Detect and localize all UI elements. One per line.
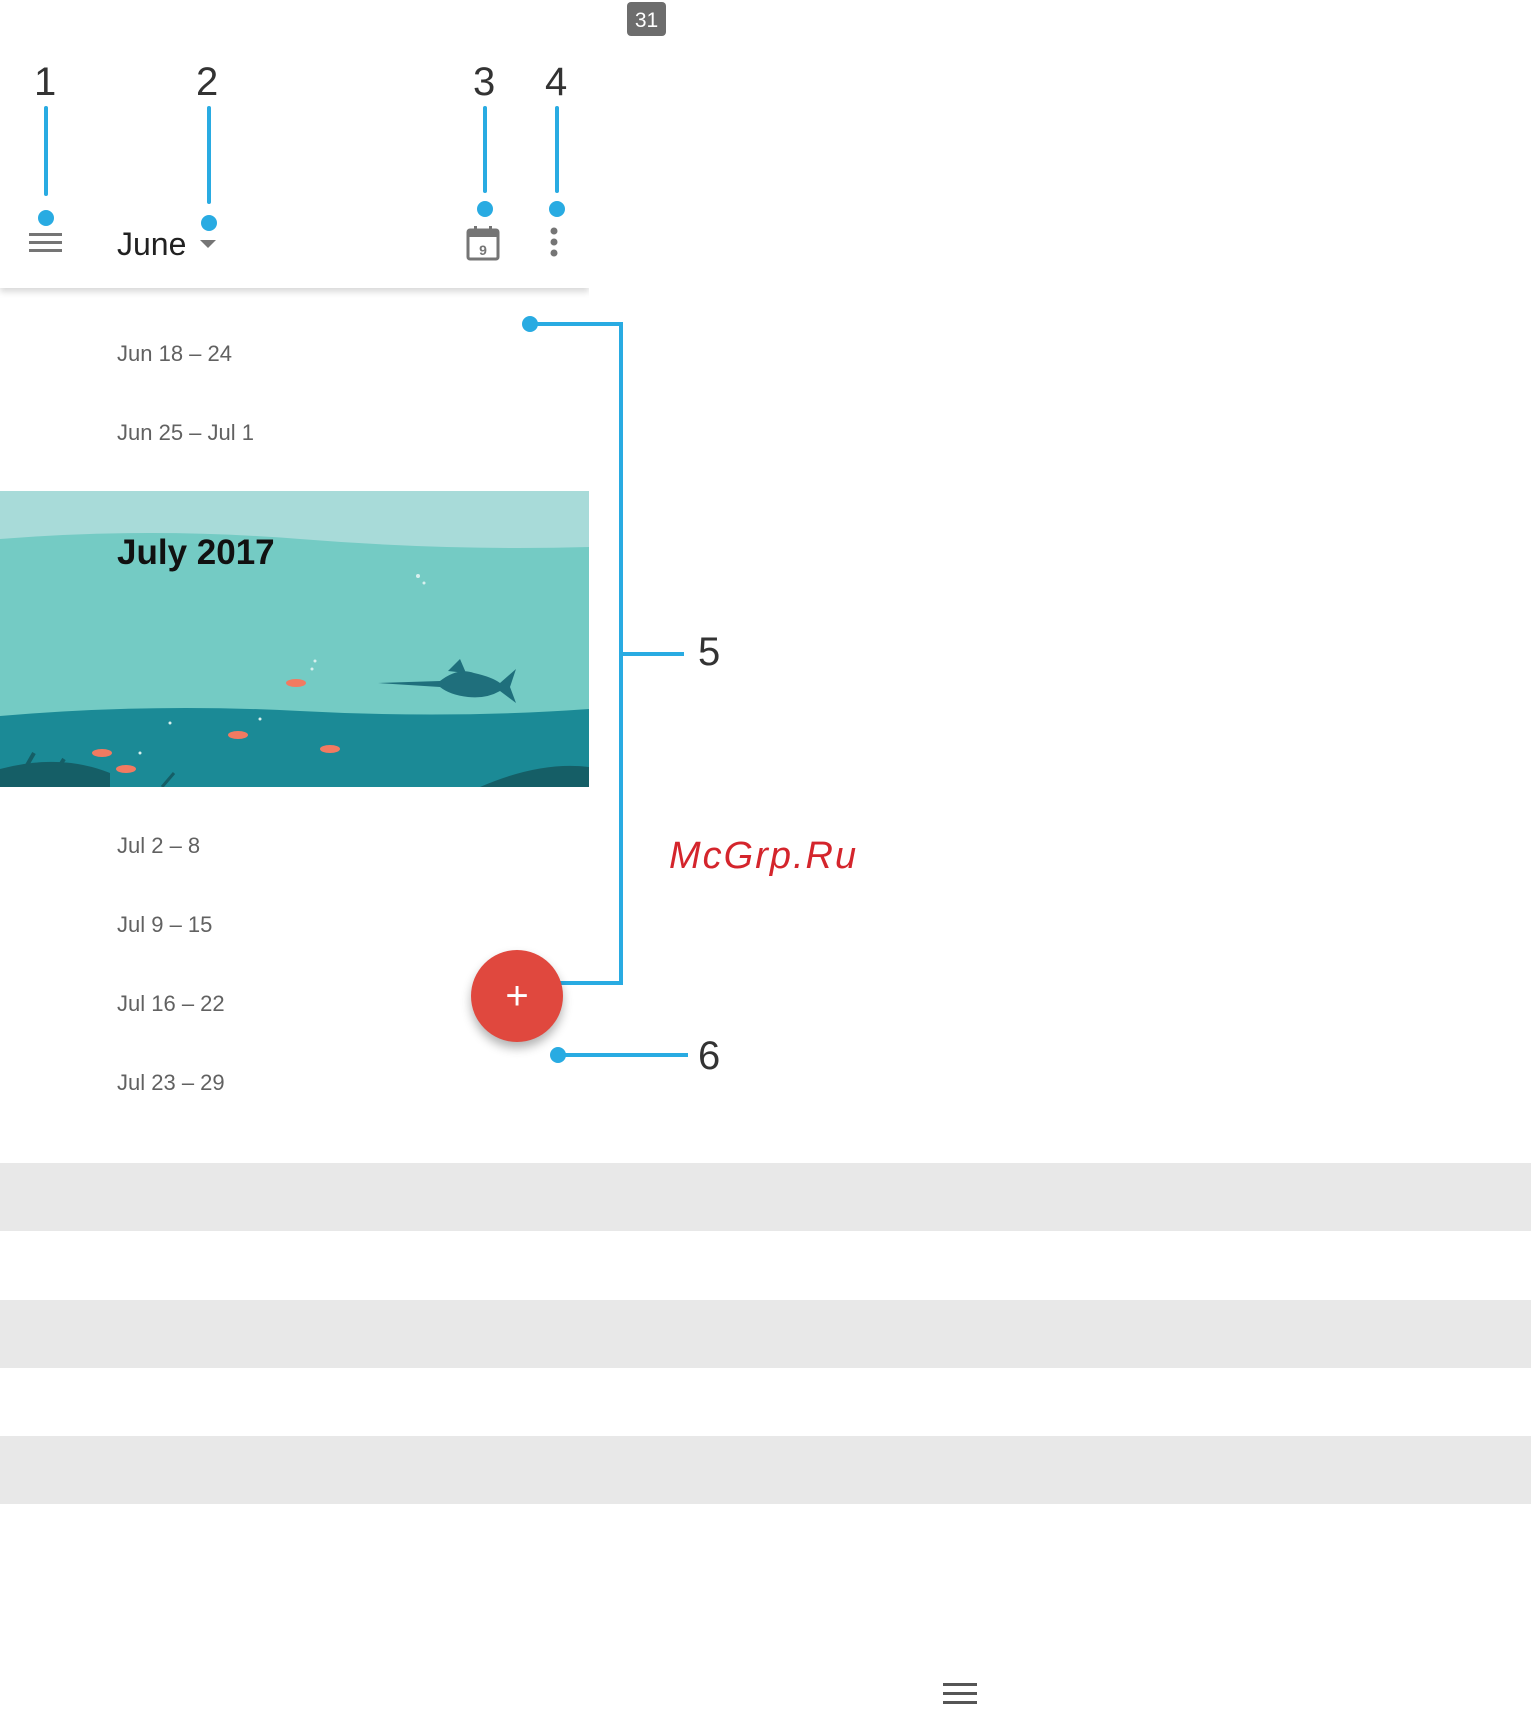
today-icon-day: 9 [479, 242, 487, 258]
callout-dot-2 [201, 215, 217, 231]
month-banner: July 2017 [0, 491, 589, 787]
list-item[interactable]: Jul 16 – 22 [117, 991, 225, 1017]
table-row [0, 1436, 1531, 1504]
callout-line-2 [207, 106, 211, 204]
add-event-button[interactable]: + [471, 950, 563, 1042]
callout-dot-3 [477, 201, 493, 217]
callout-number-2: 2 [196, 62, 218, 102]
menu-icon-small [943, 1683, 977, 1707]
callout-dot-6 [550, 1047, 566, 1063]
watermark: McGrp.Ru [669, 835, 858, 878]
callout-line-3 [483, 106, 487, 193]
table-row [0, 1300, 1531, 1368]
callout-line-6 [556, 1053, 688, 1057]
list-item[interactable]: Jul 9 – 15 [117, 912, 212, 938]
callout-number-1: 1 [34, 62, 56, 102]
app-bar: 1 2 3 4 June 9 [0, 58, 589, 288]
underwater-illustration [0, 491, 589, 787]
month-selector[interactable]: June [117, 226, 186, 263]
calendar-app-icon: 31 [627, 2, 666, 36]
list-item[interactable]: Jul 2 – 8 [117, 833, 200, 859]
callout-bracket-arm [619, 652, 684, 656]
callout-number-4: 4 [545, 62, 567, 102]
callout-dot-1 [38, 210, 54, 226]
menu-icon[interactable] [29, 233, 62, 257]
caret-down-icon[interactable] [200, 240, 216, 248]
callout-line-1 [44, 106, 48, 196]
callout-dot-4 [549, 201, 565, 217]
list-item[interactable]: Jun 18 – 24 [117, 341, 232, 367]
callout-number-3: 3 [473, 62, 495, 102]
list-item[interactable]: Jun 25 – Jul 1 [117, 420, 254, 446]
today-calendar-icon[interactable]: 9 [466, 225, 500, 261]
list-item[interactable]: Jul 23 – 29 [117, 1070, 225, 1096]
banner-title: July 2017 [117, 533, 275, 573]
overflow-menu-icon[interactable] [548, 226, 560, 260]
callout-number-6: 6 [698, 1036, 720, 1076]
callout-number-5: 5 [698, 632, 720, 672]
table-row [0, 1163, 1531, 1231]
callout-bracket-top [530, 322, 623, 326]
callout-line-4 [555, 106, 559, 193]
